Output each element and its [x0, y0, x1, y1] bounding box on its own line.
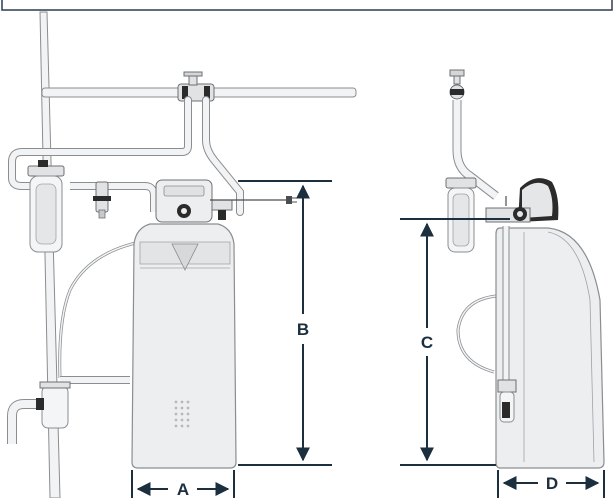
softener-control-head	[155, 179, 233, 223]
side-pre-filter	[445, 177, 477, 253]
softener-cabinet	[131, 223, 237, 469]
head-connect-pipe	[70, 182, 158, 212]
dim-label-b: B	[297, 320, 309, 339]
top-frame-border	[1, 0, 613, 11]
side-lower-filter	[497, 379, 517, 423]
dim-label-a: A	[177, 480, 189, 498]
drain-filter	[39, 381, 71, 429]
dimension-lines	[131, 180, 605, 498]
dim-label-c: C	[421, 333, 433, 352]
dim-label-d: D	[546, 474, 558, 493]
power-plug-icon	[286, 196, 297, 204]
side-view	[445, 69, 605, 469]
side-cabinet	[495, 227, 605, 469]
pre-filter	[27, 160, 65, 253]
sample-valve	[93, 181, 111, 219]
vertical-pole	[39, 11, 61, 498]
bypass-valve	[177, 71, 215, 102]
side-control-head	[485, 178, 559, 223]
side-top-valve	[449, 69, 465, 100]
cabinet-vent-dots	[174, 400, 190, 428]
front-view	[7, 11, 357, 498]
side-drain-line	[456, 294, 497, 374]
